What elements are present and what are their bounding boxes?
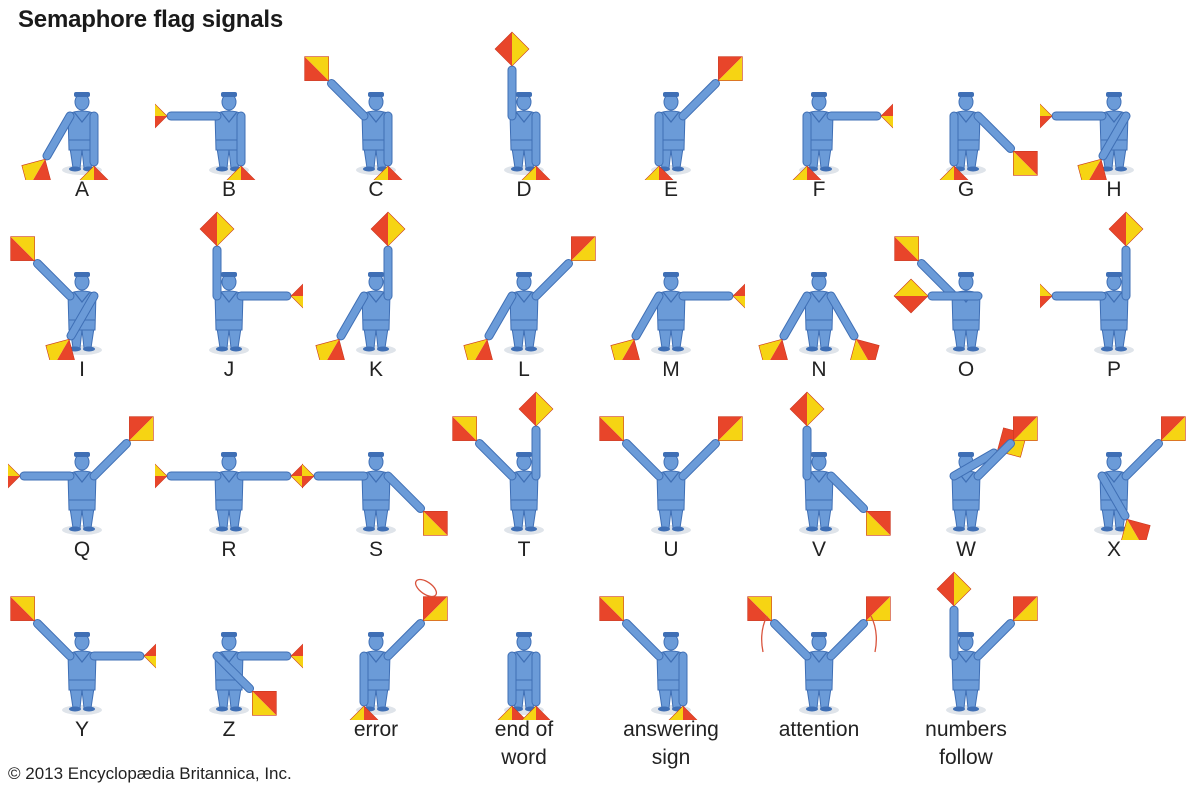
signal-f: F: [745, 30, 893, 220]
signal-label: Y: [74, 718, 89, 741]
sailor-figure: [346, 578, 448, 720]
signal-e: E: [597, 30, 745, 220]
sailor-figure: [8, 416, 154, 535]
signal-label: V: [811, 538, 826, 561]
signal-v: V: [745, 390, 893, 580]
signal-label: G: [957, 178, 975, 201]
sailor-figure: [10, 236, 102, 360]
signal-label: D: [516, 178, 532, 201]
signal-label: B: [221, 178, 236, 201]
signal-b: B: [155, 30, 303, 220]
sailor-figure: [747, 596, 891, 715]
sailor-figure: [494, 632, 554, 720]
signal-d: D: [450, 30, 598, 220]
sailor-figure: [946, 416, 1038, 535]
signal-label: L: [518, 358, 530, 381]
signal-label: I: [79, 358, 85, 381]
signal-label: M: [662, 358, 680, 381]
signal-label: A: [74, 178, 89, 201]
copyright: © 2013 Encyclopædia Britannica, Inc.: [8, 764, 292, 783]
sailor-figure: [302, 452, 448, 536]
signal-label: R: [221, 538, 237, 561]
signal-o: O: [892, 210, 1040, 400]
sailor-figure: [155, 92, 259, 180]
sailor-figure: [599, 416, 743, 535]
signal-u: U: [597, 390, 745, 580]
signal-label: U: [663, 538, 679, 561]
signal-label: Z: [222, 718, 236, 741]
sailor-figure: [315, 211, 406, 360]
signal-c: C: [302, 30, 450, 220]
signal-j: J: [155, 210, 303, 400]
signal-label: S: [368, 538, 383, 561]
sailor-figure: [209, 632, 303, 716]
signal-q: Q: [8, 390, 156, 580]
sailor-figure: [463, 236, 596, 360]
signal-label: P: [1106, 358, 1121, 381]
signal-t: T: [450, 390, 598, 580]
signal-x: X: [1040, 390, 1188, 580]
signal-label: attention: [778, 718, 860, 741]
signal-label: O: [957, 358, 975, 381]
sailor-figure: [155, 452, 303, 535]
signal-label: T: [517, 538, 531, 561]
signal-label: C: [368, 178, 384, 201]
signal-r: R: [155, 390, 303, 580]
signal-label: error: [353, 718, 399, 741]
signal-g: G: [892, 30, 1040, 220]
sailor-figure: [641, 56, 743, 180]
signal-label: K: [368, 358, 383, 381]
sailor-figure: [199, 211, 303, 355]
signal-n: N: [745, 210, 893, 400]
signal-label: E: [663, 178, 678, 201]
signal-h: H: [1040, 30, 1188, 220]
signal-s: S: [302, 390, 450, 580]
signal-w: W: [892, 390, 1040, 580]
signal-label: J: [223, 358, 235, 381]
sailor-figure: [452, 391, 554, 535]
sailor-figure: [936, 571, 1038, 715]
sailor-figure: [21, 92, 112, 180]
signal-z: Z: [155, 570, 303, 760]
sailor-figure: [758, 272, 880, 360]
sailor-figure: [936, 92, 1038, 180]
sailor-figure: [10, 596, 156, 715]
sailor-figure: [893, 236, 986, 355]
signal-label: H: [1106, 178, 1122, 201]
signal-error: error: [302, 570, 450, 760]
sailor-figure: [789, 92, 893, 180]
sailor-figure: [1040, 211, 1144, 355]
signal-y: Y: [8, 570, 156, 760]
sailor-figure: [1040, 92, 1134, 180]
signal-label: F: [812, 178, 826, 201]
sailor-figure: [599, 596, 701, 720]
sailor-figure: [304, 56, 406, 180]
sailor-figure: [494, 31, 554, 180]
page-title: Semaphore flag signals: [18, 6, 284, 33]
signal-label: W: [956, 538, 976, 561]
signal-label: N: [811, 358, 827, 381]
signal-a: A: [8, 30, 156, 220]
signal-k: K: [302, 210, 450, 400]
sailor-figure: [789, 391, 891, 536]
sailor-figure: [1094, 416, 1186, 540]
signal-l: L: [450, 210, 598, 400]
signal-label: Q: [73, 538, 91, 561]
signal-label: X: [1106, 538, 1121, 561]
sailor-figure: [610, 272, 745, 360]
signal-attention: attention: [745, 570, 893, 760]
signal-i: I: [8, 210, 156, 400]
signal-m: M: [597, 210, 745, 400]
signal-p: P: [1040, 210, 1188, 400]
